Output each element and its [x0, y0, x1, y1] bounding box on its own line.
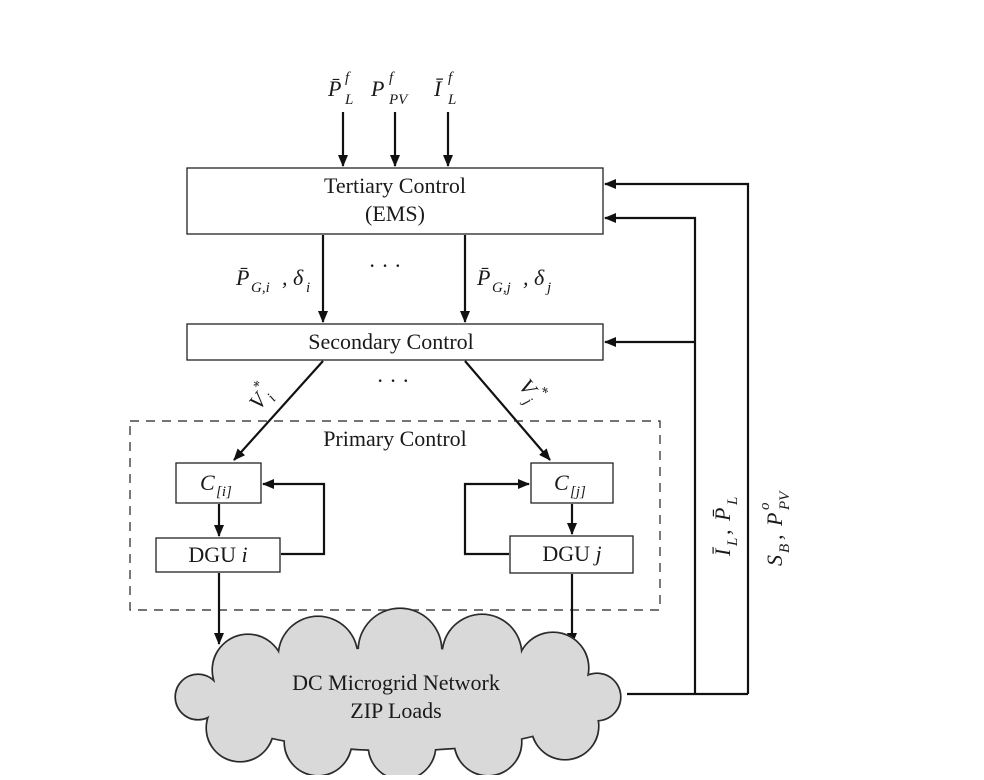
pg-j-delta-j-label: P̄ G,j , δ j	[476, 265, 551, 296]
input-il-f-label: Ī f L	[433, 70, 456, 108]
tertiary-control-title: Tertiary Control	[324, 173, 466, 198]
svg-text:P̄: P̄	[710, 508, 735, 522]
svg-text:P: P	[370, 76, 384, 101]
svg-text:f: f	[389, 70, 395, 86]
dc-microgrid-network-cloud	[174, 607, 622, 780]
dgu-j-box	[509, 535, 634, 574]
outer-feedback-to-tertiary	[604, 179, 750, 694]
svg-text:S: S	[762, 555, 787, 566]
svg-text:o: o	[757, 502, 773, 510]
svg-text:[i]: [i]	[216, 484, 232, 500]
dgu-j-feedback-loop	[463, 479, 530, 556]
svg-text:,: ,	[710, 530, 735, 536]
input-pl-f-label: P̄ f L	[327, 70, 353, 108]
svg-text:, δ: , δ	[282, 265, 304, 290]
svg-text:Ī: Ī	[433, 76, 444, 101]
secondary-control-label: Secondary Control	[308, 329, 474, 354]
svg-text:G,i: G,i	[251, 280, 270, 296]
inner-feedback-to-tertiary	[604, 213, 697, 694]
svg-text:B: B	[777, 544, 793, 553]
dgu-j-label: DGU j	[542, 541, 601, 566]
svg-text:P̄: P̄	[235, 265, 249, 290]
network-title: DC Microgrid Network	[292, 670, 500, 695]
svg-text:L: L	[344, 92, 353, 108]
svg-text:i: i	[306, 280, 310, 296]
tertiary-control-box	[186, 167, 604, 235]
ci-controller-box	[175, 462, 262, 504]
ci-controller-label: C [i]	[200, 470, 232, 500]
svg-text:L: L	[725, 538, 741, 547]
cj-controller-box	[530, 462, 614, 504]
vj-star-label: V * j	[514, 374, 551, 408]
svg-text:PV: PV	[777, 490, 793, 511]
svg-text:,: ,	[762, 535, 787, 541]
dgu-i-box	[155, 537, 281, 573]
svg-text:C: C	[200, 470, 215, 495]
secondary-to-ci-arrow	[233, 360, 324, 461]
svg-text:j: j	[545, 280, 551, 296]
svg-text:P̄: P̄	[476, 265, 490, 290]
cj-controller-label: C [j]	[554, 470, 586, 500]
vi-star-label: V * i	[244, 378, 280, 414]
dgu-i-feedback-loop	[262, 479, 326, 556]
tertiary-outputs-ellipsis: · · ·	[369, 253, 402, 278]
svg-text:P̄: P̄	[327, 76, 341, 101]
svg-text:C: C	[554, 470, 569, 495]
svg-text:G,j: G,j	[492, 280, 511, 296]
svg-text:f: f	[345, 70, 351, 86]
svg-text:P: P	[762, 513, 787, 527]
primary-control-label: Primary Control	[323, 426, 467, 451]
tertiary-control-subtitle: (EMS)	[365, 201, 425, 226]
secondary-control-box	[186, 323, 604, 361]
il-pl-feedback-label: Ī L , P̄ L	[710, 497, 741, 557]
secondary-outputs-ellipsis: · · ·	[377, 368, 410, 393]
svg-text:, δ: , δ	[523, 265, 545, 290]
svg-text:L: L	[447, 92, 456, 108]
pg-i-delta-i-label: P̄ G,i , δ i	[235, 265, 310, 296]
secondary-to-cj-arrow	[464, 360, 551, 461]
svg-text:Ī: Ī	[710, 546, 735, 557]
dgu-i-label: DGU i	[188, 542, 247, 567]
svg-text:PV: PV	[388, 92, 409, 108]
input-ppv-f-label: P f PV	[370, 70, 409, 108]
svg-text:f: f	[448, 70, 454, 86]
svg-text:L: L	[725, 497, 741, 506]
svg-text:[j]: [j]	[570, 484, 586, 500]
network-subtitle: ZIP Loads	[350, 698, 441, 723]
sb-ppv-feedback-label: S B , P o PV	[757, 490, 793, 566]
